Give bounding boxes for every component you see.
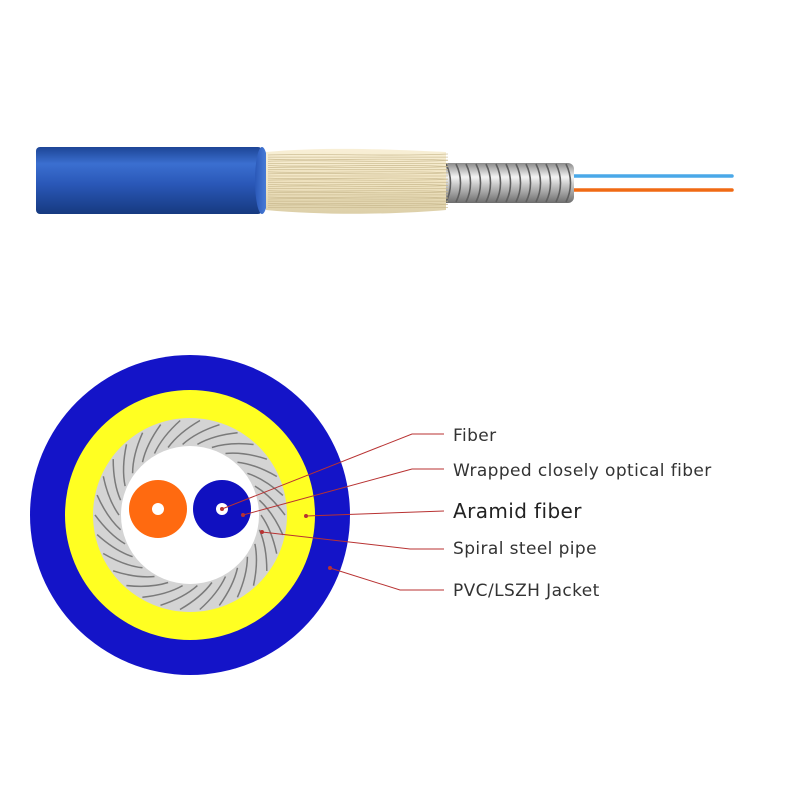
leader-aramid (305, 510, 445, 517)
cable-jacket-end (255, 147, 269, 214)
leader-wrapped-fiber (242, 468, 444, 516)
label-jacket: PVC/LSZH Jacket (453, 581, 600, 601)
cable-side-view (36, 147, 734, 214)
label-steel-pipe: Spiral steel pipe (453, 539, 597, 559)
leader-jacket (329, 567, 444, 591)
fiber-orange-core (152, 503, 164, 515)
label-wrapped-fiber: Wrapped closely optical fiber (453, 461, 712, 481)
leader-dots (220, 507, 332, 570)
leader-lines (221, 433, 445, 591)
label-aramid: Aramid fiber (453, 499, 582, 523)
leader-steel-pipe (261, 531, 444, 550)
steel-pipe-side (438, 163, 574, 203)
cable-jacket (36, 147, 262, 214)
cable-cross-section (30, 355, 350, 675)
label-fiber: Fiber (453, 426, 497, 446)
aramid-yarn-side (266, 148, 449, 214)
steel-pipe-spiral-lines (94, 419, 286, 611)
leader-fiber (221, 433, 444, 510)
